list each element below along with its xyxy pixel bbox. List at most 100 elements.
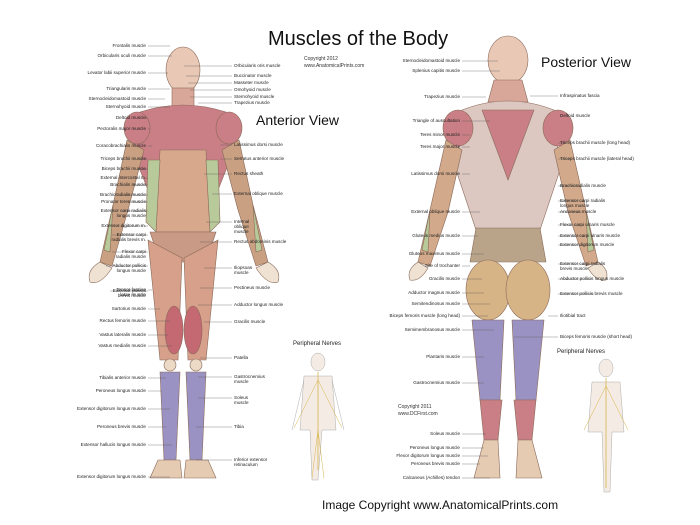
anterior-left-label: Pronator teres muscle bbox=[101, 199, 146, 204]
posterior-left-label: Gracilis muscle bbox=[428, 276, 460, 281]
anterior-right-label: Buccinator muscle bbox=[234, 73, 272, 78]
posterior-left-label: Soleus muscle bbox=[430, 431, 460, 436]
anterior-right-label: Patella bbox=[234, 355, 249, 360]
anterior-right-label: Internal oblique muscle bbox=[234, 219, 250, 234]
anterior-right-label: Masseter muscle bbox=[234, 80, 269, 85]
posterior-left-label: Gluteus medius muscle bbox=[412, 233, 460, 238]
anterior-left-label: Sternohyoid muscle bbox=[105, 104, 146, 109]
posterior-left-label: Peroneus brevis muscle bbox=[410, 461, 460, 466]
anterior-left-label: Vastus lateralis muscle bbox=[99, 332, 146, 337]
anterior-left-label: Peroneus brevis muscle bbox=[96, 424, 146, 429]
anterior-right-label: Sternohyoid muscle bbox=[234, 94, 275, 99]
anterior-left-label: Orbicularis oculi muscle bbox=[97, 53, 146, 58]
anterior-left-label: Tibialis anterior muscle bbox=[99, 375, 146, 380]
anterior-left-label: Sternocleidomastoid muscle bbox=[88, 96, 146, 101]
anterior-right-label: Latissimus dorsi muscle bbox=[234, 142, 283, 147]
anterior-left-label: Tensor fasciae latae muscle bbox=[116, 287, 146, 297]
posterior-left-label: Semitendinosus muscle bbox=[411, 301, 460, 306]
posterior-right-label: Flexor carpi ulnaris muscle bbox=[560, 222, 615, 227]
posterior-right-label: Abductor pollicis longus muscle bbox=[560, 276, 625, 281]
posterior-right-label: Extensor carpi radialis brevis muscle bbox=[560, 261, 606, 271]
anterior-left-label: Brachioradialis muscle bbox=[100, 192, 146, 197]
posterior-left-label: Plantaris muscle bbox=[426, 354, 460, 359]
anterior-left-label: Frontalis muscle bbox=[112, 43, 146, 48]
anterior-left-label: Abductor pollicis longus muscle bbox=[112, 263, 146, 273]
posterior-left-label: Gluteus maximus muscle bbox=[408, 251, 460, 256]
anterior-left-label: Triceps brachii muscle bbox=[100, 156, 146, 161]
posterior-figure bbox=[408, 35, 608, 479]
posterior-left-label: Teres minor muscle bbox=[420, 132, 460, 137]
anterior-right-label: Serratus anterior muscle bbox=[234, 156, 285, 161]
posterior-right-label: Brachioradialis muscle bbox=[560, 183, 606, 188]
anterior-right-label: Gracilis muscle bbox=[234, 319, 266, 324]
posterior-right-label: Iliotibial tract bbox=[560, 313, 586, 318]
anterior-left-label: Deltoid muscle bbox=[115, 115, 146, 120]
posterior-left-label: Splenius capitis muscle bbox=[412, 68, 460, 73]
anterior-figure bbox=[88, 46, 280, 479]
anterior-right-label: Inferior extensor retinaculum bbox=[234, 457, 268, 467]
posterior-left-label: Triangle of auscultation bbox=[412, 118, 460, 123]
posterior-right-label: Biceps femoris muscle (short head) bbox=[560, 334, 632, 339]
posterior-right-label: Triceps brachii muscle (long head) bbox=[560, 140, 631, 145]
posterior-left-label: Gastrocnemius muscle bbox=[413, 380, 460, 385]
posterior-left-label: Flexor digitorum longus muscle bbox=[396, 453, 460, 458]
anterior-right-label: Adductor longus muscle bbox=[234, 302, 284, 307]
leader-lines bbox=[106, 45, 594, 479]
posterior-left-label: Trapezius muscle bbox=[424, 94, 460, 99]
anterior-left-label: Extensor digitorum longus muscle bbox=[77, 406, 146, 411]
posterior-right-label: Triceps brachii muscle (lateral head) bbox=[560, 156, 634, 161]
anterior-right-label: Gastrocnemius muscle bbox=[234, 374, 265, 384]
posterior-right-label: Extensor digitorum muscle bbox=[560, 242, 615, 247]
anterior-left-label: Triangularis muscle bbox=[106, 86, 146, 91]
posterior-left-label: Calcaneus (Achilles) tendon bbox=[402, 475, 460, 480]
posterior-left-label: Semimembranosus muscle bbox=[404, 327, 460, 332]
anterior-left-label: Vastus medialis muscle bbox=[98, 343, 146, 348]
anterior-left-label: Extensor hallucis longus muscle bbox=[80, 442, 146, 447]
anterior-left-label: Extensor pollicis brevis muscle bbox=[112, 288, 146, 298]
anterior-left-label: Sartorius muscle bbox=[111, 306, 146, 311]
posterior-left-label: Sternocleidomastoid muscle bbox=[402, 58, 460, 63]
copyright-middle: Copyright 2011 www.DCFirst.com bbox=[398, 404, 438, 417]
anterior-left-label: Extensor carpi radialis brevis m. bbox=[111, 232, 146, 242]
anterior-left-label: Biceps brachii muscle bbox=[101, 166, 146, 171]
anterior-right-label: External oblique muscle bbox=[234, 191, 283, 196]
anterior-left-label: Extensor digitorum m. bbox=[101, 223, 146, 228]
posterior-right-label: Extensor carpi radialis longus muscle bbox=[560, 198, 606, 208]
anterior-right-label: Rectus abdominis muscle bbox=[234, 239, 287, 244]
anterior-left-label: Levator labii superior muscle bbox=[87, 70, 146, 75]
anterior-right-label: Trapezius muscle bbox=[234, 100, 270, 105]
posterior-view-title: Posterior View bbox=[541, 54, 632, 70]
anterior-view-title: Anterior View bbox=[256, 112, 340, 128]
posterior-left-label: Adductor magnus muscle bbox=[408, 290, 460, 295]
anterior-left-label: Brachialis muscle bbox=[110, 182, 146, 187]
posterior-right-label: Extensor pollicis brevis muscle bbox=[560, 291, 623, 296]
anterior-right-label: Soleus muscle bbox=[234, 395, 249, 405]
posterior-right-label: Anconeus muscle bbox=[560, 209, 597, 214]
anterior-left-label: Rectus femoris muscle bbox=[99, 318, 146, 323]
peripheral-nerves-figure-1 bbox=[291, 352, 345, 481]
peripheral-nerves-title-1: Peripheral Nerves bbox=[293, 341, 342, 347]
anterior-left-label: Extensor carpi radialis longus muscle bbox=[100, 208, 146, 218]
posterior-left-label: Site of trochanter bbox=[425, 263, 460, 268]
anterior-right-label: Pectineus muscle bbox=[234, 285, 271, 290]
peripheral-nerves-title-2: Peripheral Nerves bbox=[557, 349, 606, 355]
posterior-right-label: Extensor carpi ulnaris muscle bbox=[560, 233, 620, 238]
page-title: Muscles of the Body bbox=[268, 28, 449, 50]
anterior-left-label: Peroneus longus muscle bbox=[95, 388, 146, 393]
anterior-left-label: Extensor digitorum longus muscle bbox=[77, 474, 146, 479]
anterior-right-label: Iliopsoas muscle bbox=[234, 265, 253, 275]
posterior-left-label: Biceps femoris muscle (long head) bbox=[389, 313, 460, 318]
posterior-left-label: External oblique muscle bbox=[411, 209, 460, 214]
peripheral-nerves-figure-2 bbox=[583, 358, 629, 493]
anterior-right-label: Omohyoid muscle bbox=[234, 87, 271, 92]
posterior-right-label: Infraspinatus fascia bbox=[560, 93, 600, 98]
anterior-right-label: Orbicularis oris muscle bbox=[234, 63, 281, 68]
anterior-left-label: Pectoralis major muscle bbox=[97, 126, 146, 131]
anterior-left-label: External intercostal m. bbox=[100, 175, 146, 180]
image-copyright-footer: Image Copyright www.AnatomicalPrints.com bbox=[322, 498, 559, 512]
anterior-left-label: Flexor carpi radialis muscle bbox=[115, 249, 146, 259]
anterior-right-label: Tibia bbox=[234, 424, 244, 429]
anterior-left-label: Coracobrachialis muscle bbox=[95, 143, 146, 148]
